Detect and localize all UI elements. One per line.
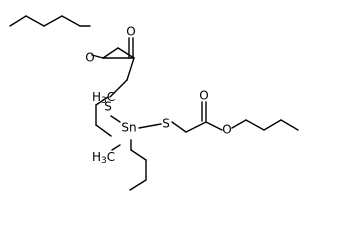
bond-right-butyl-2 (245, 119, 265, 131)
bond-left-butyl-2 (25, 15, 45, 27)
atom-ch3-upper: H3C (92, 90, 115, 106)
atom-o-ester-left: O (85, 51, 94, 65)
bond-left-butyl-3 (43, 15, 63, 27)
bond-left-o-ester (91, 54, 104, 59)
bond-left-ch2-s (109, 79, 128, 98)
bond-left-ch2 (126, 57, 135, 81)
bond-sn-lower-2 (130, 149, 147, 161)
bond-sn-ch3-lower (111, 144, 121, 151)
bond-right-butyl-3 (263, 119, 282, 131)
atom-sn-center: Sn (121, 121, 136, 135)
bond-left-butyl-1 (9, 15, 27, 27)
atom-s-right: S (162, 117, 170, 131)
bond-right-butyl-4 (280, 119, 299, 131)
atom-o-ester-right: O (222, 123, 231, 137)
lower-butyl-on-tin (111, 139, 147, 191)
bond-sn-to-s-right (138, 123, 162, 129)
left-butyl-ester-chain (9, 15, 135, 59)
atom-ch3-upper-h: H (92, 90, 101, 104)
bond-s-left-to-sn (110, 115, 121, 123)
atom-ch3-lower-c: C (107, 150, 115, 164)
left-thioglycolate (91, 37, 135, 98)
chemical-structure-diagram: O O S Sn S O O H3C H3C (9, 15, 299, 191)
bond-right-o-butyl-1 (231, 119, 247, 129)
bond-left-butyl-4 (61, 15, 81, 27)
atom-o-carbonyl-left: O (126, 25, 135, 39)
bond-right-s-ch2 (171, 121, 187, 133)
atom-ch3-lower-sub: 3 (101, 156, 107, 166)
atom-labels: O O S Sn S O O H3C H3C (85, 25, 231, 166)
atom-ch3-upper-c: C (107, 90, 115, 104)
right-thioglycolate-ester (171, 101, 299, 133)
bond-left-c-ester-o (102, 47, 119, 59)
upper-butyl-on-tin (95, 96, 112, 137)
atom-ch3-lower-h: H (92, 150, 101, 164)
bond-left-carbonyl-c (117, 47, 135, 59)
tin-sulfur-bonds (110, 115, 162, 129)
bond-upper-butyl-3 (95, 124, 112, 137)
bond-right-ch2-carbonyl (185, 121, 207, 133)
bond-upper-butyl-1 (95, 96, 109, 106)
bond-right-carbonyl-to-o (205, 121, 223, 131)
atom-ch3-upper-sub: 3 (101, 96, 107, 106)
atom-s-left: S (104, 100, 112, 114)
atom-ch3-lower: H3C (92, 150, 115, 166)
atom-o-carbonyl-right: O (199, 89, 208, 103)
bond-sn-lower-4 (129, 179, 147, 191)
